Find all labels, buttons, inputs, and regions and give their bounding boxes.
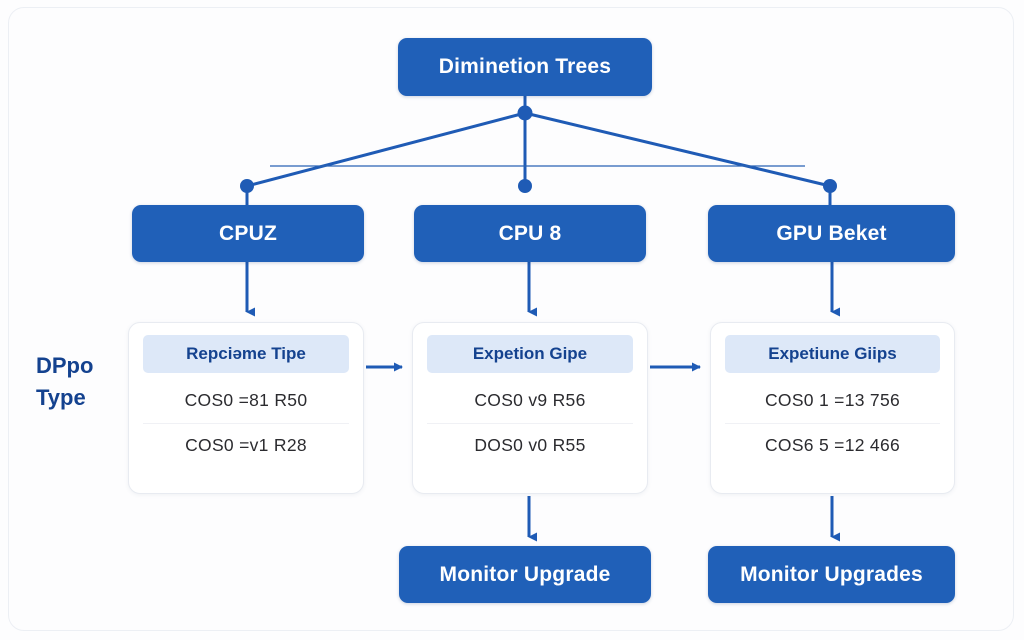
node-monitor-upgrades-label: Monitor Upgrades [740,562,923,586]
card-gpu-beket-row-1: COS0 1 =13 756 [764,390,901,410]
card-cpu8-row-2: DOS0 v0 R55 [427,423,633,468]
node-root[interactable]: Diminetion Trees [398,38,652,96]
node-monitor-upgrade-label: Monitor Upgrade [439,562,611,586]
node-gpu-beket[interactable]: GPU Beket [708,205,955,262]
card-cpuz-row-1: COS0 =81 R50 [184,390,308,410]
side-label-dppo-type: DPpo Type [36,350,128,414]
node-gpu-beket-label: GPU Beket [776,221,887,245]
node-root-label: Diminetion Trees [438,55,612,78]
node-monitor-upgrade[interactable]: Monitor Upgrade [399,546,651,603]
side-label-line-2: Type [36,385,86,410]
card-cpu8-header: Expetion Gipe [427,335,633,373]
card-cpu8-row-1: COS0 v9 R56 [474,390,586,410]
card-cpuz[interactable]: Repciəme Tipe COS0 =81 R50 COS0 =v1 R28 [128,322,364,494]
node-cpu8[interactable]: CPU 8 [414,205,646,262]
node-cpu8-label: CPU 8 [498,221,562,245]
node-cpuz-label: CPUZ [219,221,277,245]
diagram-frame [8,7,1014,631]
card-cpu8[interactable]: Expetion Gipe COS0 v9 R56 DOS0 v0 R55 [412,322,648,494]
card-cpuz-row-2: COS0 =v1 R28 [143,423,349,468]
card-gpu-beket-row-2: COS6 5 =12 466 [725,423,940,468]
node-cpuz[interactable]: CPUZ [132,205,364,262]
card-gpu-beket[interactable]: Expetiune Giips COS0 1 =13 756 COS6 5 =1… [710,322,955,494]
node-monitor-upgrades[interactable]: Monitor Upgrades [708,546,955,603]
card-gpu-beket-header: Expetiune Giips [725,335,940,373]
side-label-line-1: DPpo [36,353,94,378]
card-cpuz-header: Repciəme Tipe [143,335,349,373]
